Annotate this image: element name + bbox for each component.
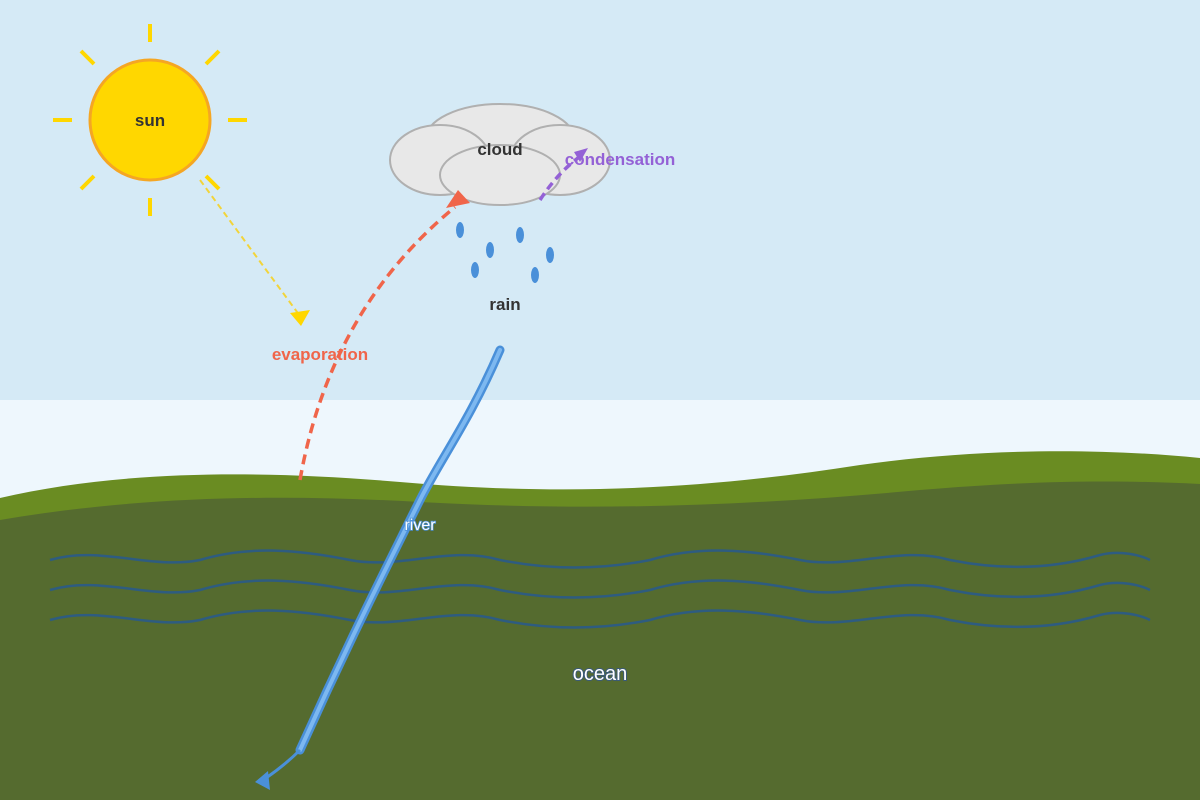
wave-line [49, 549, 1151, 569]
sun-icon [88, 58, 212, 182]
ocean-waves [49, 549, 1151, 629]
evaporation-arrowhead [446, 190, 470, 208]
rain-drop-icon [471, 262, 479, 278]
wave-line [49, 579, 1151, 599]
rain-drop-icon [546, 247, 554, 263]
evaporation-arrow [298, 205, 457, 481]
sun-ray [204, 174, 221, 191]
rain-drop-icon [516, 227, 524, 243]
evaporation-label: evaporation [272, 345, 368, 364]
sunlight-arrowhead [290, 310, 310, 326]
sun-ray [79, 49, 96, 66]
condensation-arrowhead [574, 148, 588, 162]
condensation-label: condensation [565, 150, 676, 169]
rain-label: rain [489, 295, 520, 314]
cloud-icon [389, 103, 611, 206]
sun-ray [79, 174, 96, 191]
rain-drops [456, 222, 554, 283]
rain-drop-icon [456, 222, 464, 238]
river-flow-arrow [265, 748, 302, 780]
sky-background [0, 0, 1200, 400]
river-flow-arrowhead [255, 771, 270, 790]
sunlight-arrow [199, 179, 301, 317]
hill-dark [0, 481, 1200, 800]
sun-rays [53, 24, 247, 216]
sun-ray [204, 49, 221, 66]
ocean-label: ocean [573, 663, 628, 685]
cloud-label: cloud [477, 140, 522, 159]
river-label: river [404, 517, 436, 534]
rain-drop-icon [486, 242, 494, 258]
river-highlight [298, 348, 502, 752]
sun-label: sun [135, 111, 165, 130]
rain-drop-icon [531, 267, 539, 283]
wave-line [49, 609, 1151, 629]
